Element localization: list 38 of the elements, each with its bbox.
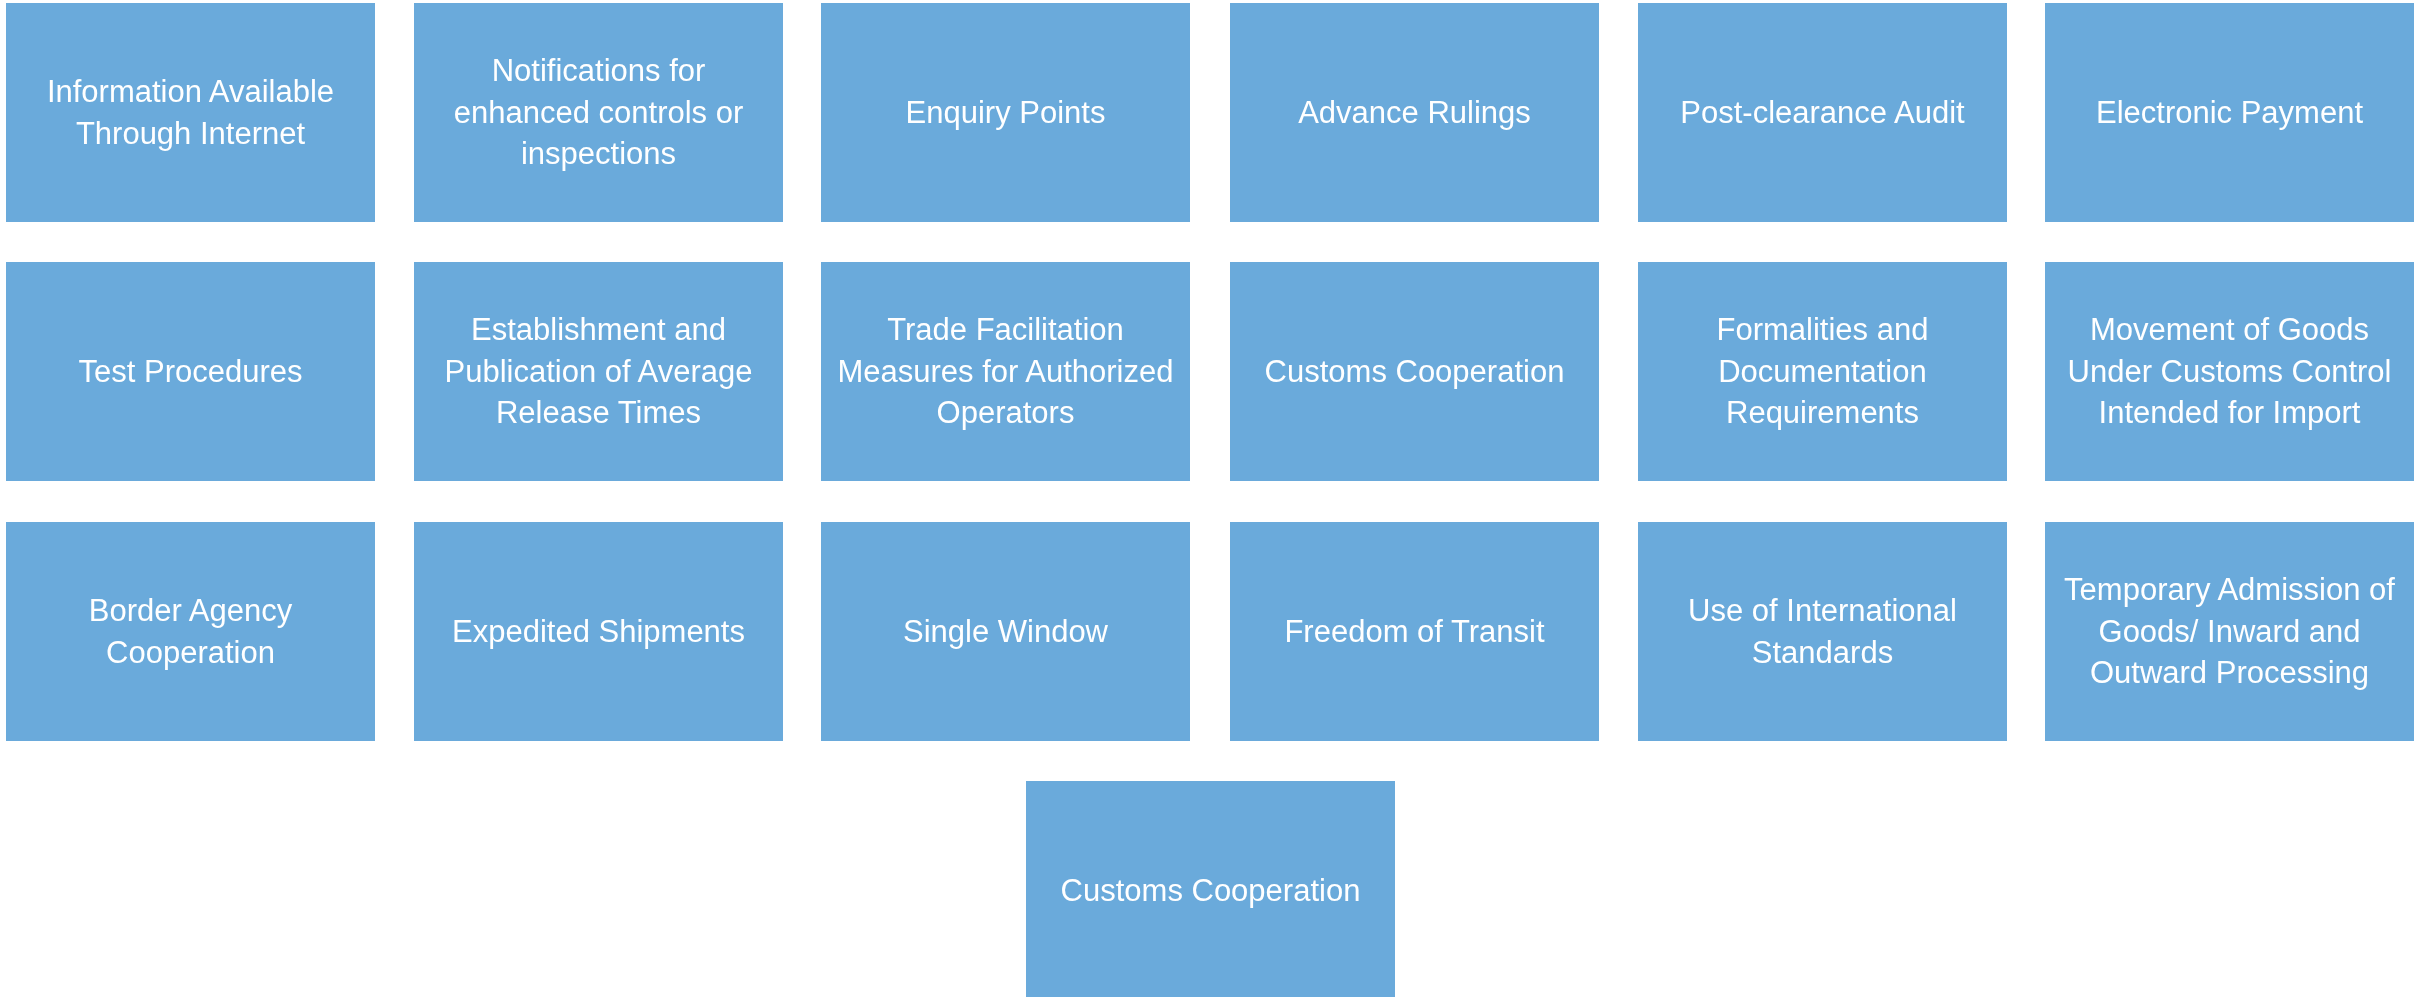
process-box — [6, 3, 375, 222]
box-label: Post-clearance Audit — [1680, 93, 1965, 132]
process-box — [1638, 3, 2007, 222]
process-box — [1638, 262, 2007, 481]
box-label: Information Available Through Internet — [45, 72, 336, 153]
box-label: Trade Facilitation Measures for Authorized Operators — [836, 310, 1175, 433]
process-box — [2045, 3, 2414, 222]
box-label: Customs Cooperation — [1264, 352, 1565, 391]
box-label: Border Agency Cooperation — [87, 591, 294, 672]
process-box — [1230, 522, 1599, 741]
process-box — [821, 3, 1190, 222]
box-label: Test Procedures — [78, 352, 303, 391]
box-label: Advance Rulings — [1298, 93, 1531, 132]
process-box — [821, 522, 1190, 741]
process-box — [414, 3, 783, 222]
box-label: Customs Cooperation — [1060, 871, 1361, 910]
box-label: Notifications for enhanced controls or inspections — [452, 51, 745, 174]
process-box — [1230, 3, 1599, 222]
box-label: Use of International Standards — [1687, 591, 1958, 672]
box-label: Temporary Admission of Goods/ Inward and Outward Processing — [2063, 570, 2396, 693]
process-box — [2045, 522, 2414, 741]
process-box — [821, 262, 1190, 481]
box-label: Enquiry Points — [905, 93, 1106, 132]
process-box — [414, 262, 783, 481]
process-box — [6, 522, 375, 741]
process-box — [1638, 522, 2007, 741]
process-box — [414, 522, 783, 741]
box-label: Formalities and Documentation Requirements — [1715, 310, 1930, 433]
box-label: Establishment and Publication of Average Release Times — [443, 310, 754, 433]
box-label: Movement of Goods Under Customs Control Intended for Import — [2066, 310, 2393, 433]
box-label: Expedited Shipments — [452, 612, 745, 651]
process-box — [2045, 262, 2414, 481]
process-box — [6, 262, 375, 481]
box-label: Freedom of Transit — [1284, 612, 1545, 651]
process-box — [1026, 781, 1395, 997]
box-label: Single Window — [902, 612, 1108, 651]
box-label: Electronic Payment — [2095, 93, 2364, 132]
process-box — [1230, 262, 1599, 481]
